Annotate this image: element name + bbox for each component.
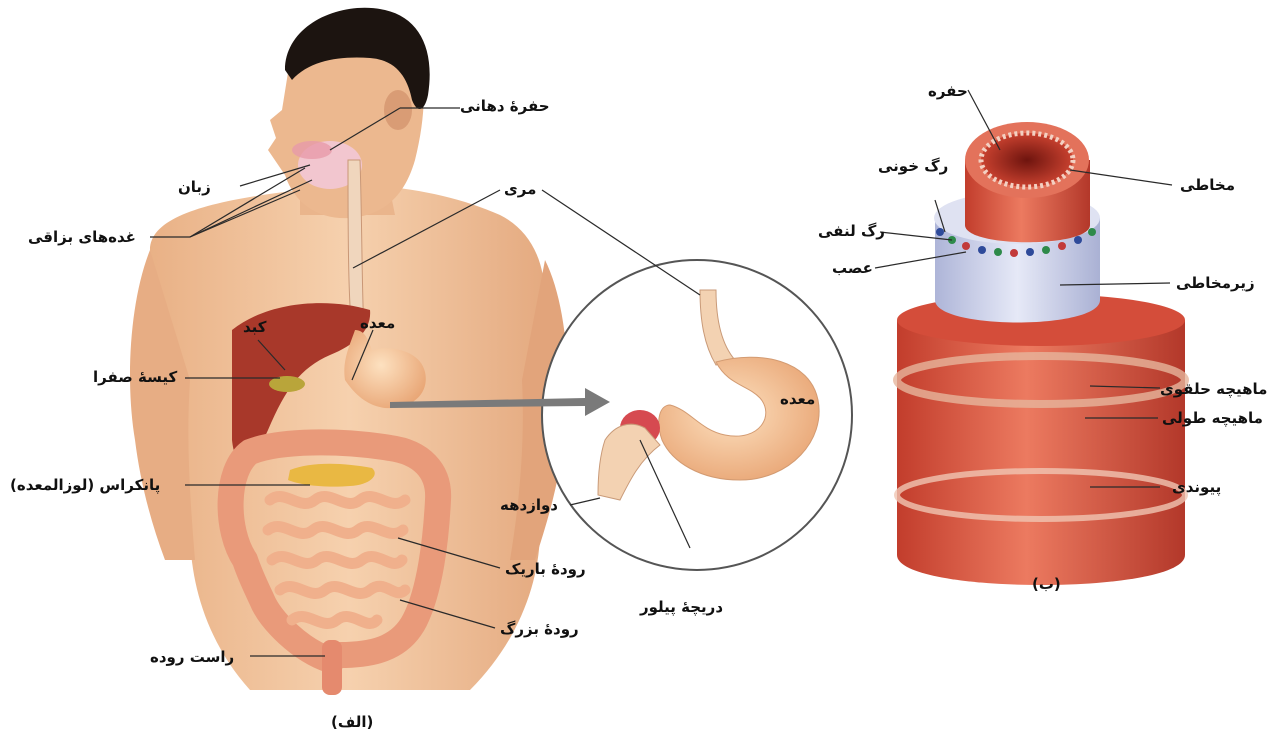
label-pyloric-sphincter: دریچهٔ پیلور	[640, 598, 723, 616]
label-salivary-glands: غده‌های بزاقی	[28, 228, 136, 246]
caption-figure-b: (ب)	[1032, 575, 1061, 593]
label-esophagus: مری	[504, 180, 536, 198]
label-connective: پیوندی	[1172, 478, 1221, 496]
label-mouth-cavity: حفرهٔ دهانی	[460, 97, 550, 115]
oral-cavity	[292, 141, 332, 159]
label-submucosa: زیرمخاطی	[1176, 274, 1255, 292]
label-stomach: معده	[360, 314, 395, 332]
label-mucosa: مخاطی	[1180, 176, 1235, 194]
label-small-intestine: رودهٔ باریک	[505, 560, 586, 578]
pancreas	[288, 464, 375, 487]
rectum	[322, 640, 342, 695]
label-rectum: راست روده	[150, 648, 234, 666]
gut-wall-cross-section	[897, 122, 1185, 585]
label-duodenum: دوازدهه	[500, 496, 558, 514]
caption-figure-a: (الف)	[331, 713, 373, 731]
label-tongue: زبان	[178, 178, 211, 196]
ear	[384, 90, 412, 130]
label-inset-stomach: معده	[780, 390, 815, 408]
label-nerve: عصب	[832, 259, 873, 277]
stomach-inset	[542, 260, 852, 570]
label-pancreas: پانکراس (لوزالمعده)	[10, 476, 160, 494]
label-lymph-vessel: رگ لنفی	[818, 222, 885, 240]
label-gallbladder: کیسهٔ صفرا	[93, 368, 177, 386]
label-lumen: حفره	[928, 82, 968, 100]
label-longitudinal-muscle: ماهیچه طولی	[1162, 409, 1263, 427]
label-blood-vessel: رگ خونی	[878, 157, 948, 175]
label-large-intestine: رودهٔ بزرگ	[500, 620, 579, 638]
label-circular-muscle: ماهیچه حلقوی	[1160, 380, 1267, 398]
label-liver: کبد	[243, 318, 267, 336]
